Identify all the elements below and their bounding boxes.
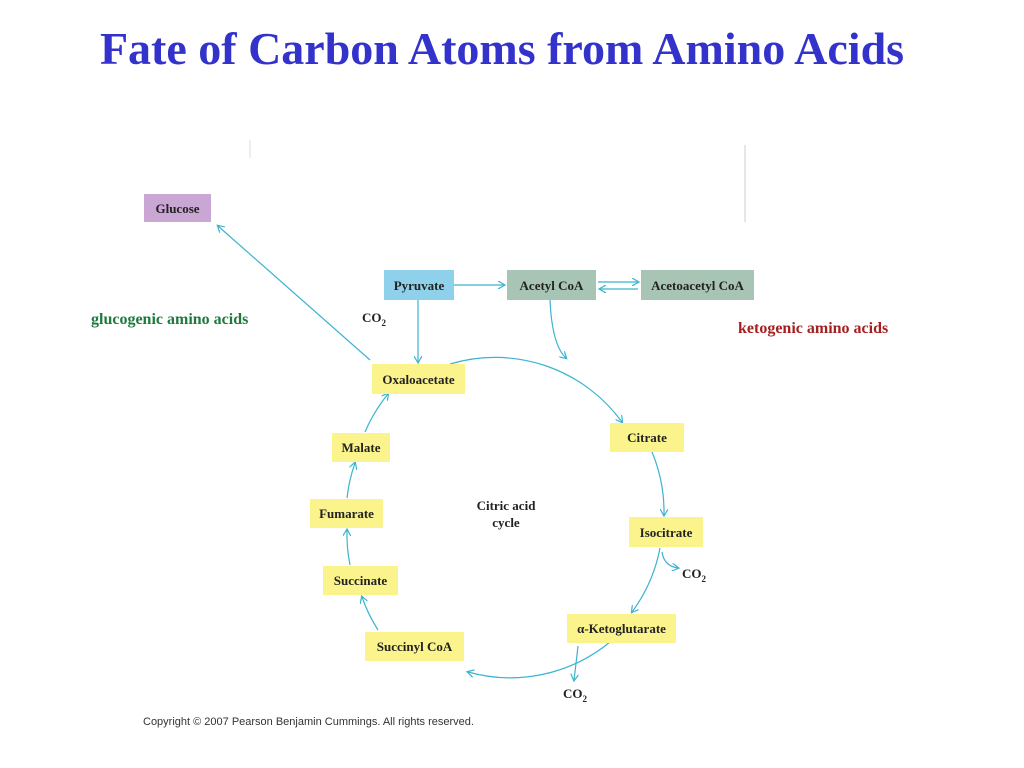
co2-isocitrate-base: CO	[682, 566, 702, 581]
co2-pyruvate: CO2	[362, 310, 387, 328]
citrate-box	[610, 423, 684, 452]
succinate-node: Succinate	[323, 566, 398, 595]
acetyl-coa-label: Acetyl CoA	[520, 278, 585, 293]
arrow-oxaloacetate-to-glucose	[218, 226, 371, 361]
malate-box	[332, 433, 390, 462]
isocitrate-box	[629, 517, 703, 547]
co2-ketoglutarate-sub: 2	[583, 694, 588, 704]
pyruvate-box	[384, 270, 454, 300]
cycle-arrow-oxaloacetate-to-citrate	[449, 356, 622, 422]
isocitrate-label: Isocitrate	[640, 525, 693, 540]
copyright-notice: Copyright © 2007 Pearson Benjamin Cummin…	[143, 716, 474, 728]
oxaloacetate-node: Oxaloacetate	[372, 364, 465, 394]
succinyl-coa-node: Succinyl CoA	[365, 632, 464, 661]
co2-ketoglutarate-base: CO	[563, 686, 583, 701]
cycle-arrow-succinate-to-fumarate	[347, 530, 350, 566]
isocitrate-node: Isocitrate	[629, 517, 703, 547]
alpha-ketoglutarate-node: α-Ketoglutarate	[567, 614, 676, 643]
acetoacetyl-coa-node: Acetoacetyl CoA	[641, 270, 754, 300]
cycle-arrow-citrate-to-isocitrate	[651, 451, 664, 515]
cycle-arrow-succinyl-to-succinate	[362, 597, 379, 631]
acetoacetyl-coa-label: Acetoacetyl CoA	[651, 278, 744, 293]
cycle-arrow-malate-to-oxaloacetate	[364, 394, 388, 433]
arrow-acetyl-to-citrate	[549, 299, 566, 358]
citrate-label: Citrate	[627, 430, 667, 445]
acetyl-coa-node: Acetyl CoA	[507, 270, 596, 300]
co2-isocitrate-sub: 2	[702, 574, 707, 584]
cycle-arrow-isocitrate-to-ketoglutarate	[632, 547, 661, 612]
succinate-box	[323, 566, 398, 595]
glucose-label: Glucose	[155, 201, 199, 216]
glucogenic-label: glucogenic amino acids	[91, 311, 248, 328]
malate-node: Malate	[332, 433, 390, 462]
cycle-arrow-ketoglutarate-to-succinyl	[468, 641, 611, 679]
acetoacetyl-coa-box	[641, 270, 754, 300]
succinyl-coa-label: Succinyl CoA	[377, 639, 453, 654]
glucose-node: Glucose	[144, 194, 211, 222]
fumarate-box	[310, 499, 383, 528]
pyruvate-label: Pyruvate	[394, 278, 445, 293]
oxaloacetate-box	[372, 364, 465, 394]
acetyl-coa-box	[507, 270, 596, 300]
succinate-label: Succinate	[334, 573, 388, 588]
alpha-ketoglutarate-box	[567, 614, 676, 643]
malate-label: Malate	[342, 440, 381, 455]
cycle-label-line2: cycle	[492, 515, 520, 530]
pyruvate-node: Pyruvate	[384, 270, 454, 300]
cycle-label-line1: Citric acid	[477, 498, 537, 513]
slide-title: Fate of Carbon Atoms from Amino Acids	[99, 23, 905, 74]
co2-pyruvate-sub: 2	[382, 318, 387, 328]
arrow-isocitrate-co2	[661, 551, 678, 568]
fumarate-node: Fumarate	[310, 499, 383, 528]
oxaloacetate-label: Oxaloacetate	[382, 372, 454, 387]
cycle-arrow-fumarate-to-malate	[346, 463, 355, 499]
ketogenic-label: ketogenic amino acids	[738, 320, 888, 337]
citrate-node: Citrate	[610, 423, 684, 452]
glucose-box	[144, 194, 211, 222]
alpha-ketoglutarate-label: α-Ketoglutarate	[577, 621, 666, 636]
succinyl-coa-box	[365, 632, 464, 661]
co2-ketoglutarate: CO2	[563, 686, 588, 704]
arrow-ketoglutarate-co2	[574, 645, 578, 680]
fumarate-label: Fumarate	[319, 506, 374, 521]
co2-isocitrate: CO2	[682, 566, 707, 584]
co2-pyruvate-base: CO	[362, 310, 382, 325]
